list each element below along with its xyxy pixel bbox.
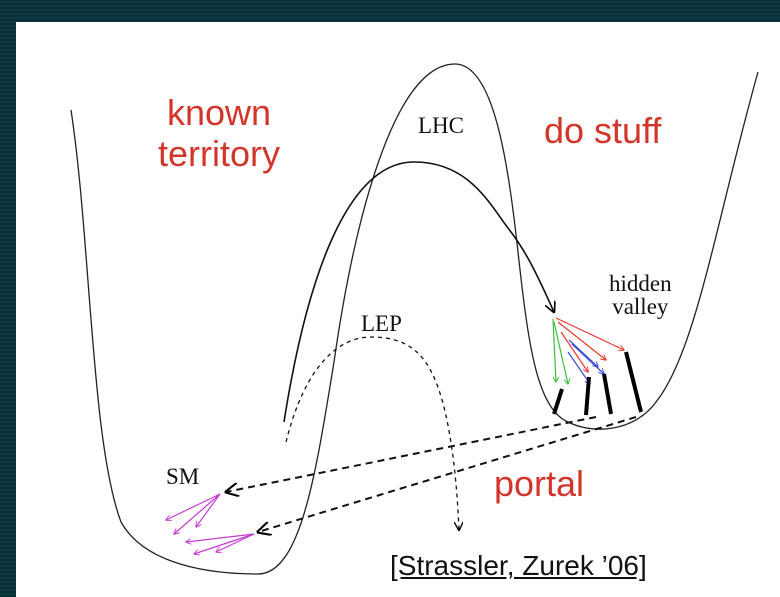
hidden-line1: hidden — [609, 271, 672, 296]
citation: [Strassler, Zurek ’06] — [390, 550, 647, 581]
portal-arrow-upper — [226, 416, 597, 492]
sm-decays — [166, 493, 255, 554]
lhc-trajectory-arrow — [283, 161, 554, 423]
slide-panel: known territory do stuff LHC LEP hidden … — [16, 22, 780, 597]
lep-trajectory-arrow — [285, 336, 459, 530]
sm-label: SM — [166, 464, 200, 489]
hidden-valley-label: hidden valley — [609, 272, 672, 318]
lhc-label: LHC — [418, 113, 464, 138]
portal-arrow-lower — [258, 416, 637, 532]
hidden-valley-decays — [552, 317, 643, 416]
potential-curve — [70, 63, 759, 575]
lep-label: LEP — [361, 311, 402, 336]
portal-label: portal — [494, 463, 585, 504]
known-territory-label: known territory — [124, 92, 314, 175]
known-line2: territory — [157, 133, 280, 175]
hidden-line2: valley — [612, 294, 669, 319]
do-stuff-label: do stuff — [544, 110, 662, 151]
valley-diagram — [70, 63, 759, 575]
known-line1: known — [166, 92, 272, 133]
